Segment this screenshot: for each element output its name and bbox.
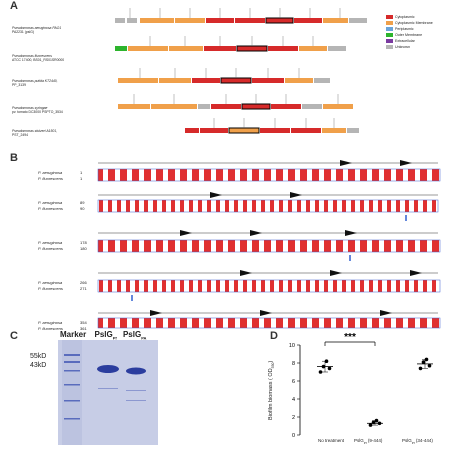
group-label-3: PslGPf (34-444) xyxy=(402,438,433,445)
legend-item-outer-membrane: Outer Membrane xyxy=(386,32,433,38)
data-point xyxy=(427,363,432,368)
sequence-alignment xyxy=(97,160,441,329)
data-point xyxy=(327,366,332,371)
panel-a-letter: A xyxy=(10,0,18,12)
legend-item-cytoplasmic-membrane: Cytoplasmic Membrane xyxy=(386,20,433,26)
data-point xyxy=(318,370,323,374)
lane-label-marker: Marker xyxy=(60,330,87,339)
panel-d-letter: D xyxy=(270,330,278,342)
sds-page-gel xyxy=(58,340,158,445)
panel-c-letter: C xyxy=(10,330,18,342)
y-tick-label: 2 xyxy=(292,415,295,421)
lane-labels: Marker PslGPf PslGPA xyxy=(60,330,146,341)
legend-item-periplasmic: Periplasmic xyxy=(386,26,433,32)
gene-track-4 xyxy=(118,103,353,110)
significance-label: *** xyxy=(344,332,356,343)
data-point xyxy=(421,360,426,364)
y-tick-label: 10 xyxy=(289,343,295,349)
mw-labels: 55kD 43kD xyxy=(30,352,46,370)
mw-label-55: 55kD xyxy=(30,353,47,360)
y-tick-label: 0 xyxy=(292,433,295,439)
lane-label-pslg-pa: PslGPA xyxy=(122,330,147,341)
lane-label-pslg-pf: PslGPf xyxy=(94,330,117,341)
gene-track-2 xyxy=(115,45,346,52)
alignment-block-2 xyxy=(97,194,439,221)
organism-label-5: Pseudomonas stutzeri A1501,PST_2494 xyxy=(12,129,58,137)
mw-label-43: 43kD xyxy=(30,362,47,369)
group-label-2: PslGPf (9-444) xyxy=(354,438,383,445)
group-label-1: No treatment xyxy=(318,438,345,443)
biofilm-scatter-chart: 0 2 4 6 8 10 *** xyxy=(289,332,433,439)
alignment-block-5 xyxy=(97,312,441,329)
panel-b-letter: B xyxy=(10,152,18,164)
gene-track-5 xyxy=(185,127,359,134)
data-point xyxy=(368,423,373,427)
legend-item-unknown: Unknown xyxy=(386,44,433,50)
gene-track-1 xyxy=(115,17,367,24)
gene-track-3 xyxy=(118,77,330,84)
y-tick-label: 6 xyxy=(292,379,295,385)
alignment-block-1 xyxy=(97,162,441,182)
alignment-block-4 xyxy=(97,272,441,301)
legend-item-cytoplasmic: Cytoplasmic xyxy=(386,14,433,20)
legend-item-extracellular: Extracellular xyxy=(386,38,433,44)
chart-ylabel: Biofilm biomass ( OD550) xyxy=(268,360,276,420)
y-tick-label: 8 xyxy=(292,361,295,367)
localization-legend: Cytoplasmic Cytoplasmic Membrane Peripla… xyxy=(386,14,433,50)
alignment-block-3 xyxy=(97,232,441,261)
data-point xyxy=(418,366,423,371)
gene-neighborhood-diagram xyxy=(115,8,367,134)
y-tick-label: 4 xyxy=(292,397,295,403)
organism-label-3: Pseudomonas putida KT2440,PP_3139 xyxy=(12,79,58,87)
